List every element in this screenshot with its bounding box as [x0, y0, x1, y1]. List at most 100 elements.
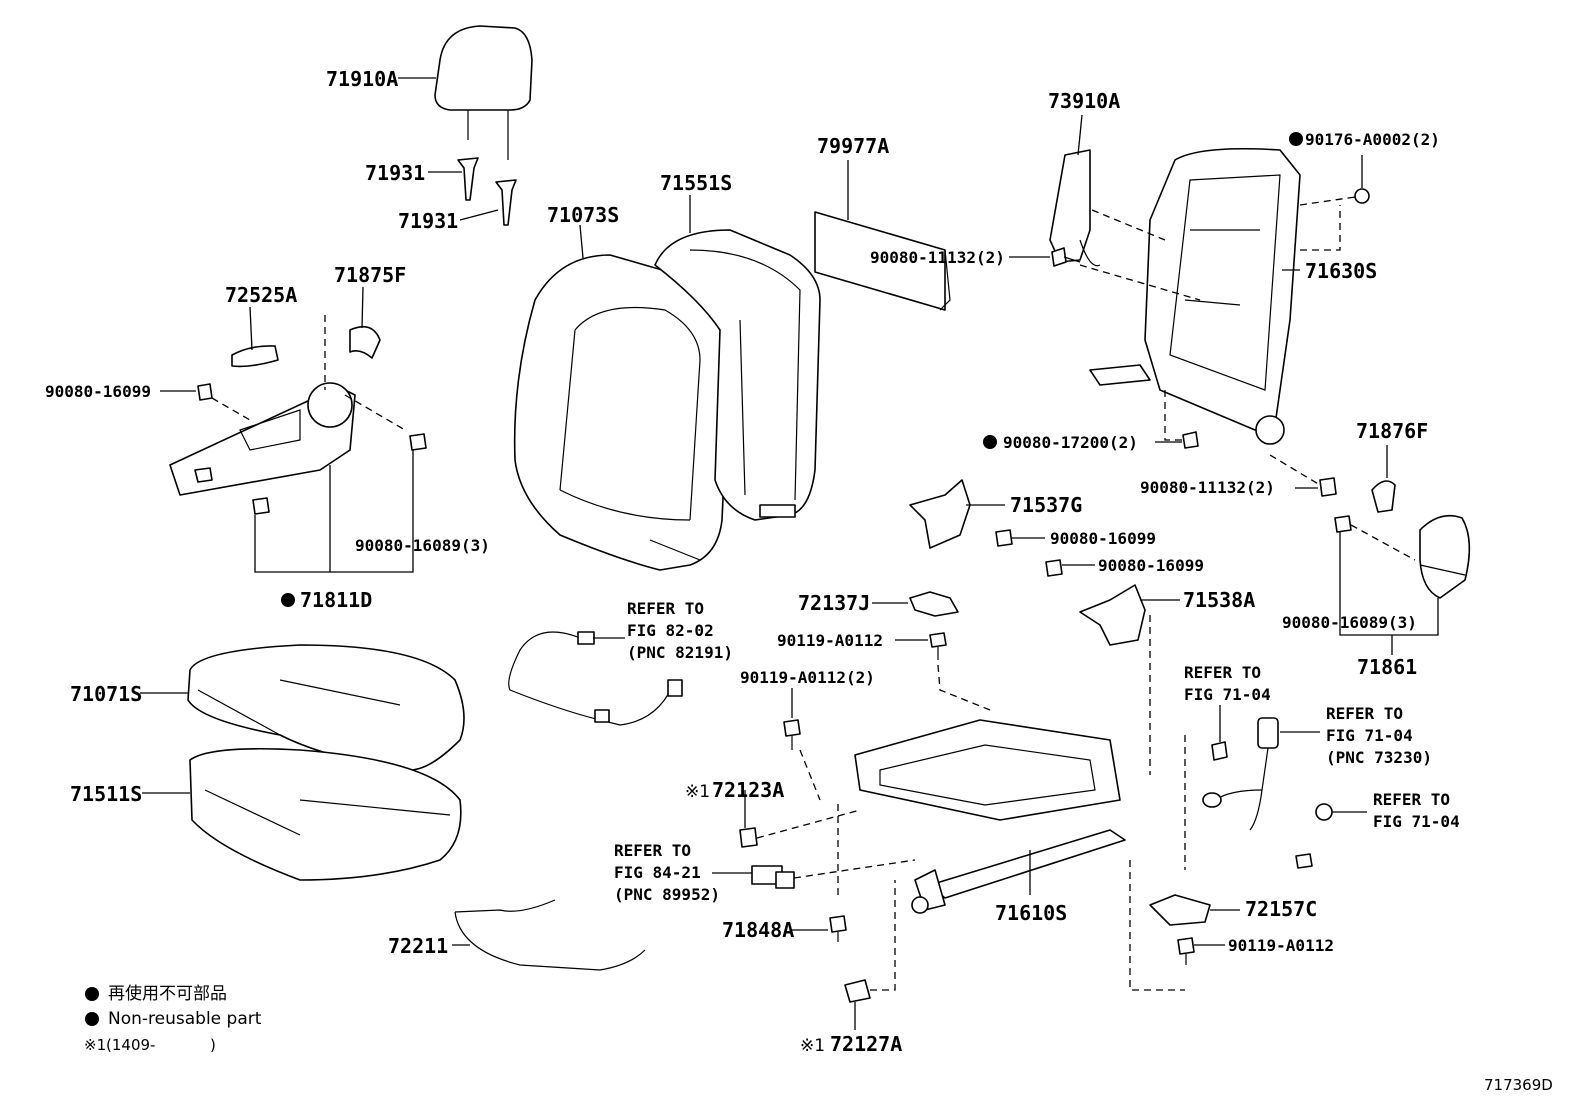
- label-71630S: 71630S: [1305, 259, 1377, 283]
- nut-71-04: [1315, 803, 1333, 821]
- refer-71-04-a-line1: REFER TO: [1184, 663, 1261, 682]
- label-71875F: 71875F: [334, 263, 406, 287]
- label-90119-A0112-c: 90119-A0112: [1228, 936, 1334, 955]
- refer-84-21-line1: REFER TO: [614, 841, 691, 860]
- label-90080-16089-b: 90080-16089(3): [1282, 613, 1417, 632]
- screw-90080-16089-a: [252, 433, 427, 515]
- label-71910A: 71910A: [326, 67, 398, 91]
- refer-82-02-line2: FIG 82-02: [627, 621, 714, 640]
- bracket-72137J: [909, 591, 959, 617]
- bolt-90119-A0112-a: [929, 632, 947, 660]
- label-79977A: 79977A: [817, 134, 889, 158]
- refer-to-71-04-b: REFER TO FIG 71-04 (PNC 73230): [1326, 704, 1432, 767]
- label-90080-11132-b: 90080-11132(2): [1140, 478, 1275, 497]
- bolt-buckle: [1295, 853, 1313, 869]
- screw-90080-16099-a: [197, 383, 213, 401]
- cover-71861: [1419, 514, 1471, 599]
- label-71931-a: 71931: [365, 161, 425, 185]
- screw-90080-16089-b: [1334, 515, 1352, 533]
- legend-jp: 再使用不可部品: [108, 983, 227, 1004]
- label-90080-16089-a: 90080-16089(3): [355, 536, 490, 555]
- refer-to-84-21: REFER TO FIG 84-21 (PNC 89952): [614, 841, 720, 904]
- label-71811D: 71811D: [300, 588, 372, 612]
- label-72123A: 72123A: [712, 778, 784, 802]
- label-71511S: 71511S: [70, 782, 142, 806]
- legend-en: Non-reusable part: [108, 1009, 262, 1029]
- label-72211: 72211: [388, 934, 448, 958]
- refer-71-04-c-line2: FIG 71-04: [1373, 812, 1460, 831]
- cover-71875F: [349, 325, 381, 359]
- label-71848A: 71848A: [722, 918, 794, 942]
- refer-82-02-line1: REFER TO: [627, 599, 704, 618]
- refer-to-71-04-a: REFER TO FIG 71-04: [1184, 663, 1271, 704]
- legend-marker-en: [85, 1012, 99, 1026]
- cushion-cover-71071S: [187, 644, 465, 771]
- note-mark-72123A: ※1: [685, 782, 710, 802]
- label-71610S: 71610S: [995, 901, 1067, 925]
- label-73910A: 73910A: [1048, 89, 1120, 113]
- refer-71-04-b-line3: (PNC 73230): [1326, 748, 1432, 767]
- cushion-pad-71511S: [189, 747, 462, 881]
- bolt-90119-A0112-c: [1177, 937, 1195, 965]
- label-71861: 71861: [1357, 655, 1417, 679]
- nut-90080-17200: [1182, 431, 1199, 449]
- nonreusable-marker-17200: [983, 435, 997, 449]
- refer-to-82-02: REFER TO FIG 82-02 (PNC 82191): [627, 599, 733, 662]
- label-71073S: 71073S: [547, 203, 619, 227]
- label-71551S: 71551S: [660, 171, 732, 195]
- figure-id: 717369D: [1484, 1076, 1553, 1094]
- label-90080-16099-b: 90080-16099: [1050, 529, 1156, 548]
- bolt-90080-11132-a: [1051, 247, 1081, 267]
- refer-71-04-b-line1: REFER TO: [1326, 704, 1403, 723]
- screw-90080-16099-b: [995, 529, 1013, 547]
- cover-clip-71-04: [1211, 741, 1228, 761]
- note-mark-72127A: ※1: [800, 1036, 825, 1056]
- bracket-72157C: [1149, 894, 1211, 926]
- label-90080-16099-c: 90080-16099: [1098, 556, 1204, 575]
- seatback-frame-71630S: [1089, 147, 1301, 445]
- nonreusable-marker-71811D: [281, 593, 295, 607]
- shield-71537G: [909, 479, 971, 549]
- legend-note-text: (1409-: [106, 1036, 155, 1054]
- wire-harness-82191: [508, 631, 683, 726]
- refer-84-21-line3: (PNC 89952): [614, 885, 720, 904]
- seat-adjuster-71610S: [854, 719, 1126, 914]
- label-72525A: 72525A: [225, 283, 297, 307]
- bolt-90176-A0002: [1354, 188, 1370, 204]
- lever-72525A: [231, 345, 279, 368]
- nonreusable-marker-90176: [1289, 132, 1303, 146]
- recliner-cover-71811D: [169, 382, 356, 496]
- side-airbag-73910A: [1049, 149, 1101, 267]
- label-72137J: 72137J: [798, 591, 870, 615]
- label-90176-A0002: 90176-A0002(2): [1305, 130, 1440, 149]
- cover-71876F: [1371, 480, 1396, 513]
- label-72157C: 72157C: [1245, 897, 1317, 921]
- legend-note-close: ): [210, 1036, 216, 1054]
- shield-71538A: [1079, 584, 1146, 646]
- label-71537G: 71537G: [1010, 493, 1082, 517]
- label-71931-b: 71931: [398, 209, 458, 233]
- refer-84-21-line2: FIG 84-21: [614, 863, 701, 882]
- screw-90080-16099-c: [1045, 559, 1063, 577]
- label-72127A: 72127A: [830, 1032, 902, 1056]
- bolt-71848A: [829, 915, 847, 942]
- headrest-71910A: [434, 25, 533, 160]
- label-90119-A0112-b: 90119-A0112(2): [740, 668, 875, 687]
- label-90080-16099-a: 90080-16099: [45, 382, 151, 401]
- label-71538A: 71538A: [1183, 588, 1255, 612]
- refer-71-04-c-line1: REFER TO: [1373, 790, 1450, 809]
- clip-72123A: [739, 827, 758, 848]
- label-71071S: 71071S: [70, 682, 142, 706]
- refer-71-04-b-line2: FIG 71-04: [1326, 726, 1413, 745]
- label-90080-11132-a: 90080-11132(2): [870, 248, 1005, 267]
- seat-belt-buckle-73230: [1202, 717, 1279, 831]
- refer-71-04-a-line2: FIG 71-04: [1184, 685, 1271, 704]
- board-79977A: [814, 211, 951, 311]
- refer-to-71-04-c: REFER TO FIG 71-04: [1373, 790, 1460, 831]
- clip-72127A: [844, 979, 871, 1003]
- bolt-90119-A0112-b: [783, 719, 801, 750]
- wire-72211: [454, 899, 646, 971]
- label-90119-A0112-a: 90119-A0112: [777, 631, 883, 650]
- headrest-guide-71931: [457, 157, 517, 226]
